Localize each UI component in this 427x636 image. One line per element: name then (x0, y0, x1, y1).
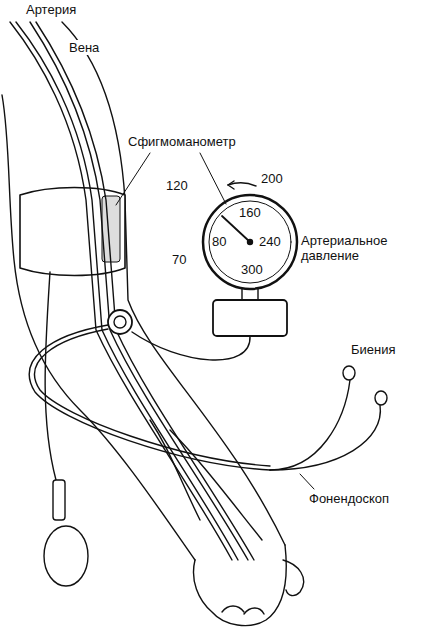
part-label: Фонендоскоп (308, 491, 390, 506)
vein (36, 22, 254, 560)
scale-number: 160 (238, 205, 262, 220)
chestpiece (108, 310, 132, 334)
earpiece (343, 366, 355, 380)
vessel-branch (170, 430, 262, 540)
part-label: Артериальное давление (300, 233, 402, 263)
chestpiece (114, 316, 126, 328)
dial-arrow (228, 183, 256, 186)
scale-number: 80 (211, 234, 227, 249)
part-label: Артерия (25, 2, 77, 17)
gauge-body (213, 300, 287, 336)
part-label: Сфигмоманометр (127, 134, 237, 149)
hand-outline (283, 560, 304, 596)
leader-line (116, 153, 150, 205)
bulb (44, 526, 88, 586)
stethoscope-tube (270, 380, 350, 470)
earpiece (375, 391, 387, 405)
leader-line (200, 153, 226, 204)
gauge-dial (203, 195, 297, 289)
bulb-tube (45, 272, 56, 480)
stethoscope-tube (35, 329, 270, 466)
scale-number: 120 (165, 178, 189, 193)
leader-line (300, 474, 314, 489)
hand-outline (194, 545, 287, 626)
gauge-pivot (248, 240, 253, 245)
cuff (20, 188, 125, 276)
stethoscope-tube (270, 405, 380, 470)
scale-number: 300 (240, 262, 264, 277)
scale-number: 240 (258, 234, 282, 249)
finger-line (222, 606, 244, 612)
finger-line (244, 608, 264, 614)
stethoscope-tube (29, 325, 270, 470)
bulb-valve (53, 480, 65, 520)
dial-arrowhead (228, 181, 234, 189)
vein (30, 22, 248, 560)
part-label: Биения (350, 342, 397, 357)
scale-number: 200 (260, 171, 284, 186)
scale-number: 70 (171, 252, 187, 267)
part-label: Вена (68, 40, 100, 55)
gauge-dial-inner (209, 201, 291, 283)
